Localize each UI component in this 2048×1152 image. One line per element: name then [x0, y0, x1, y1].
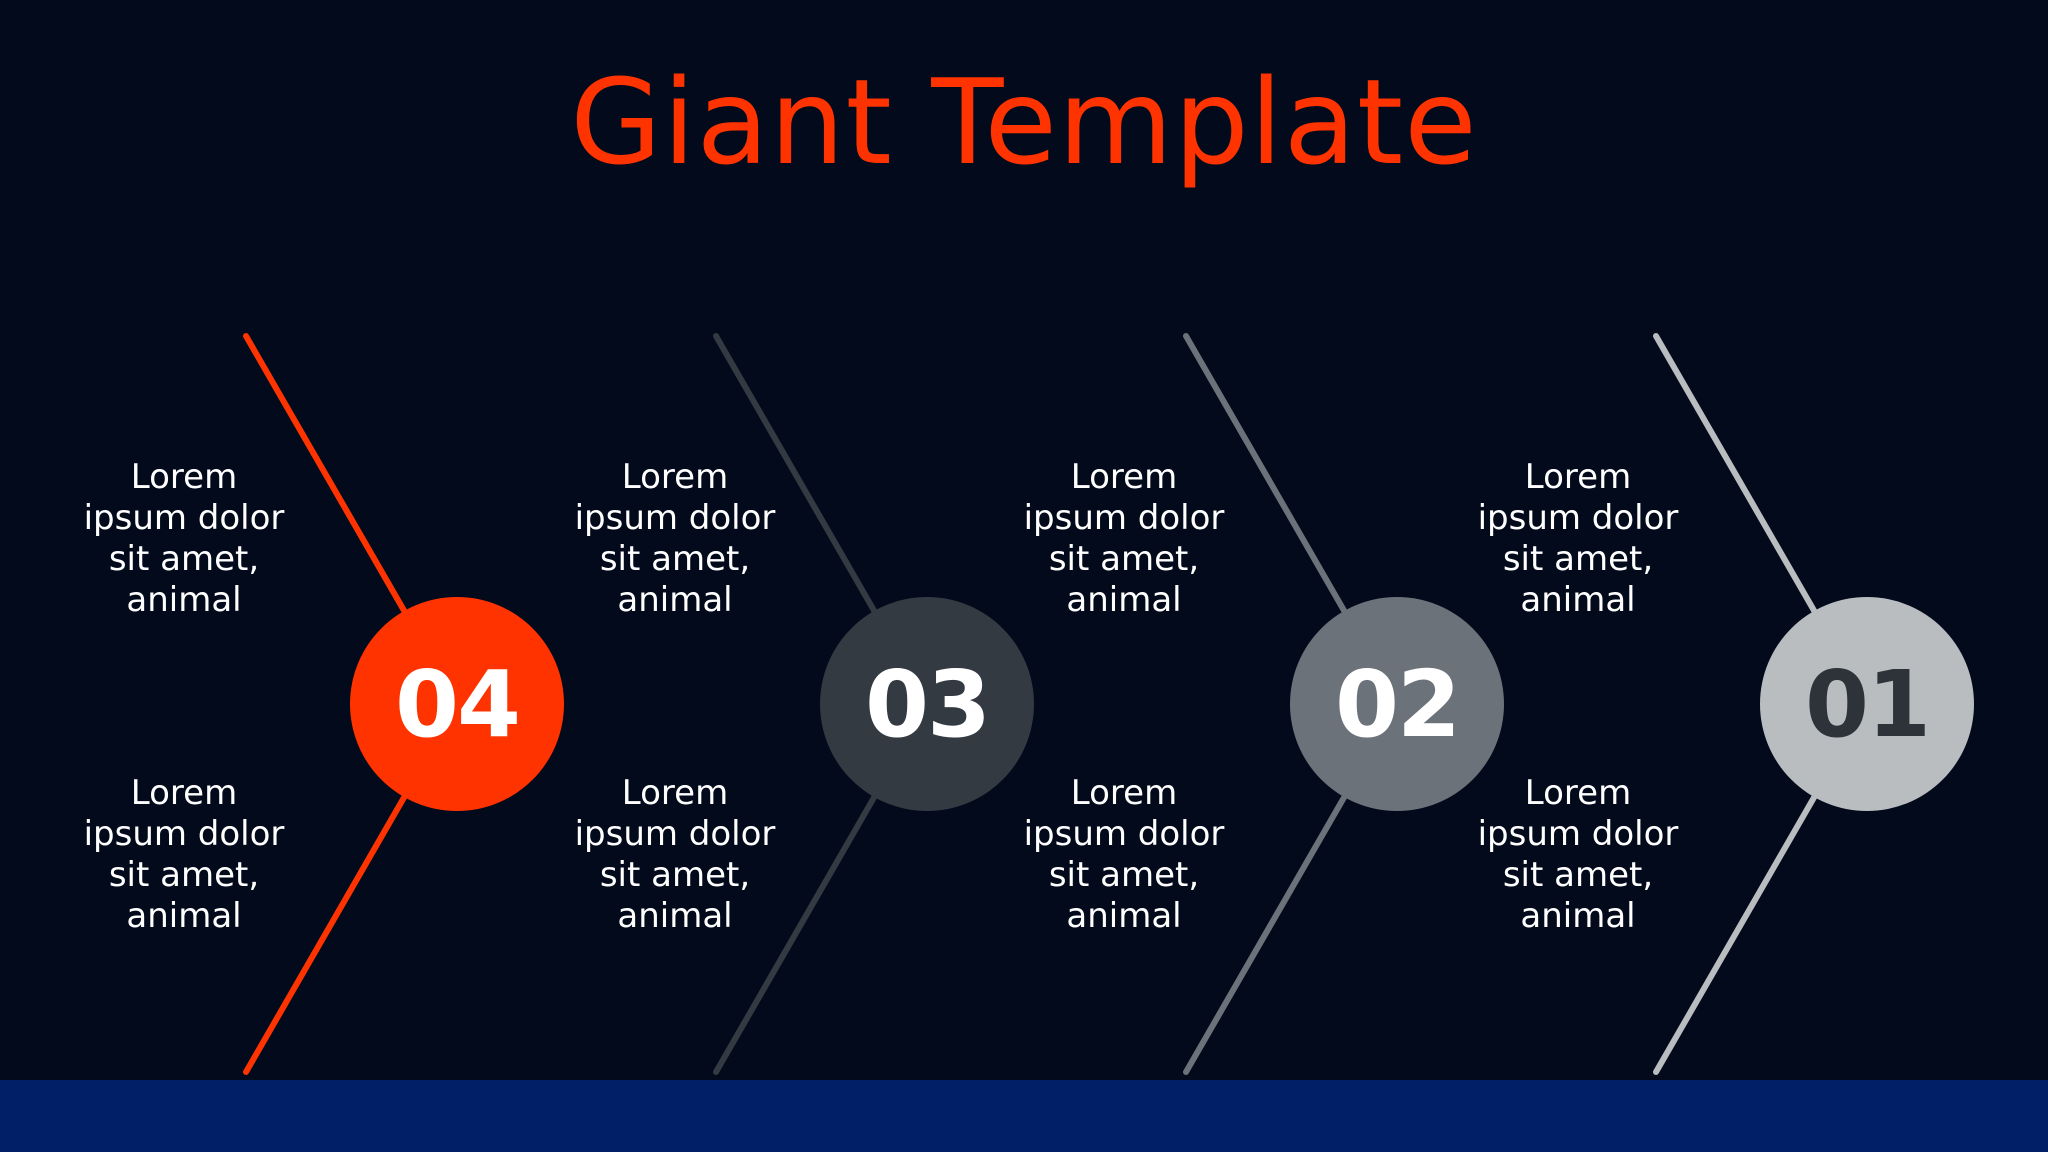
step-04-badge: 04 — [350, 597, 564, 811]
step-04-top-caption: Lorem ipsum dolor sit amet, animal — [83, 457, 285, 620]
connector-04-top — [243, 333, 409, 617]
connector-03-top — [713, 333, 879, 617]
step-01-badge: 01 — [1760, 597, 1974, 811]
connector-02-top — [1183, 333, 1349, 617]
step-03-badge: 03 — [820, 597, 1034, 811]
step-01-top-caption: Lorem ipsum dolor sit amet, animal — [1477, 457, 1679, 620]
slide-title: Giant Template — [570, 53, 1478, 191]
connector-04-bottom — [243, 791, 409, 1075]
connector-01-bottom — [1653, 791, 1819, 1075]
step-03-bottom-caption: Lorem ipsum dolor sit amet, animal — [574, 773, 776, 936]
step-04-bottom-caption: Lorem ipsum dolor sit amet, animal — [83, 773, 285, 936]
step-02-badge: 02 — [1290, 597, 1504, 811]
step-02-bottom-caption: Lorem ipsum dolor sit amet, animal — [1023, 773, 1225, 936]
connector-02-bottom — [1183, 791, 1349, 1075]
footer-bar — [0, 1080, 2048, 1152]
step-02-top-caption: Lorem ipsum dolor sit amet, animal — [1023, 457, 1225, 620]
step-01-bottom-caption: Lorem ipsum dolor sit amet, animal — [1477, 773, 1679, 936]
connector-03-bottom — [713, 791, 879, 1075]
step-03-top-caption: Lorem ipsum dolor sit amet, animal — [574, 457, 776, 620]
connector-01-top — [1653, 333, 1819, 617]
